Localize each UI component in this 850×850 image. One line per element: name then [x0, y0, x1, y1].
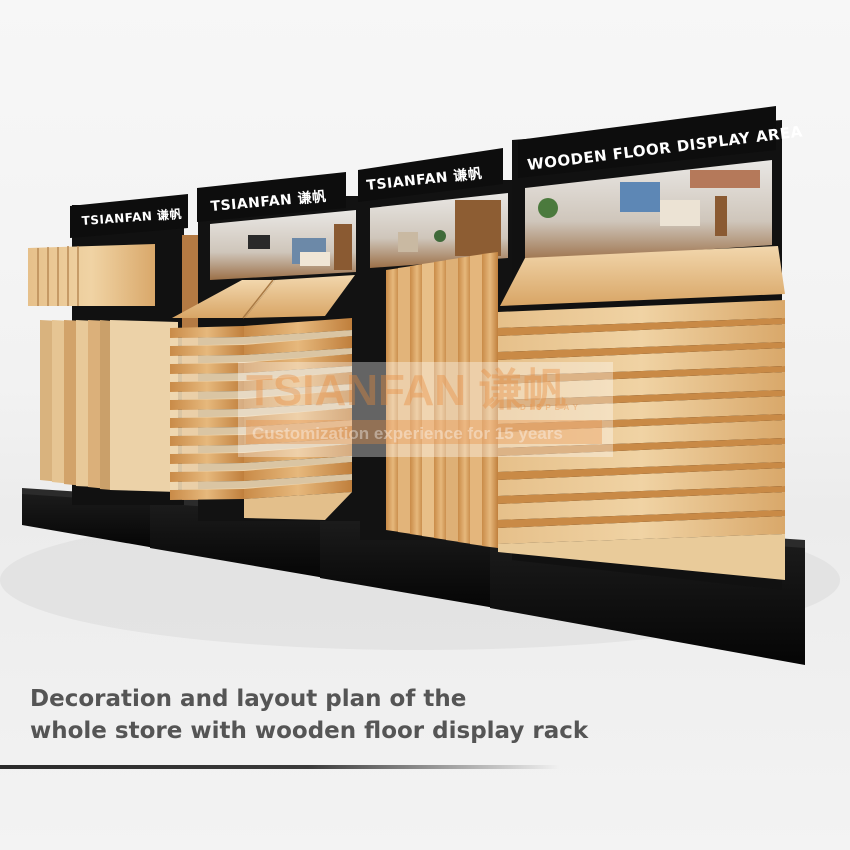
section-2-room-photo [210, 210, 356, 280]
section-3-rack [360, 180, 518, 548]
section-2-rack [170, 196, 363, 521]
caption-line-2: whole store with wooden floor display ra… [30, 718, 589, 744]
section-4-room-photo [525, 160, 772, 262]
section-3-room-photo [370, 193, 508, 268]
sign-2: TSIANFAN 谦帆 [197, 172, 346, 222]
watermark-tagline: Customization experience for 15 years [252, 424, 563, 443]
sign-1: TSIANFAN 谦帆 [70, 194, 188, 238]
caption: Decoration and layout plan of the whole … [30, 683, 630, 747]
watermark-brand: TSIANFAN 谦帆 [246, 366, 566, 415]
section-1-top-samples [28, 244, 155, 306]
section-4-samples [498, 246, 785, 580]
watermark-sub-brand: DISPLAY [520, 403, 582, 412]
section-4-rack [498, 120, 785, 590]
caption-underline [0, 765, 560, 769]
watermark: TSIANFAN 谦帆 DISPLAY Customization experi… [238, 362, 613, 457]
section-1-vertical-samples [40, 320, 178, 492]
section-2-samples [170, 275, 355, 520]
caption-line-1: Decoration and layout plan of the [30, 686, 467, 712]
section-3-vertical-samples [386, 252, 498, 548]
sign-1-text: TSIANFAN 谦帆 [81, 206, 182, 228]
